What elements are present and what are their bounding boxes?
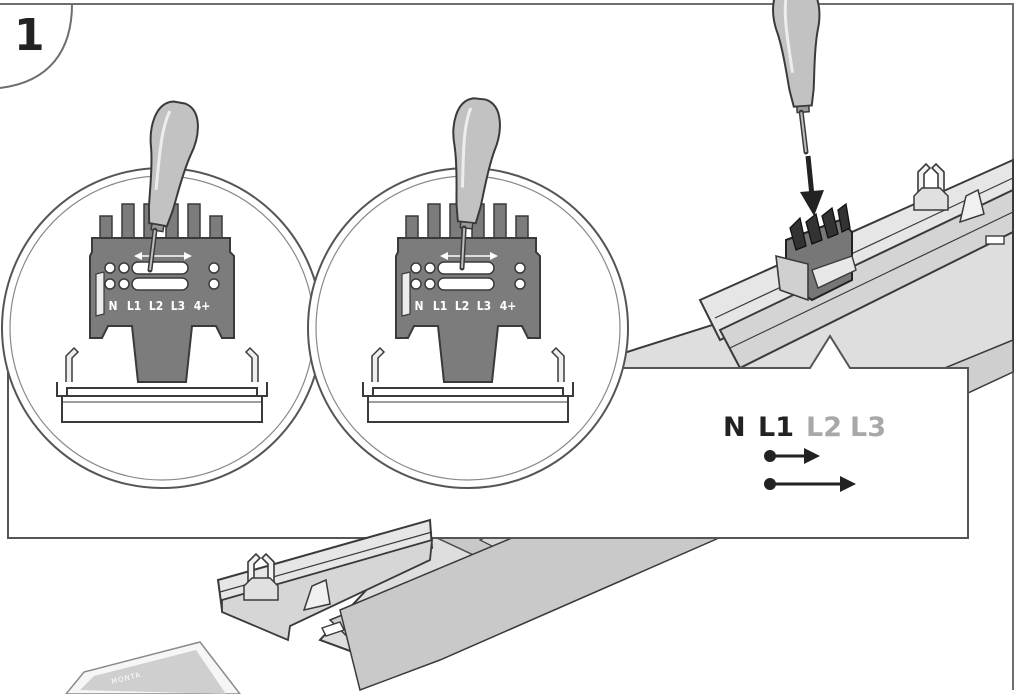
terminal-label-l1: L1 bbox=[127, 299, 141, 313]
terminal-label-l3: L3 bbox=[477, 299, 491, 313]
phase-label-n: N bbox=[723, 412, 746, 443]
terminal-label-4: 4+ bbox=[500, 299, 517, 313]
terminal-label-l3: L3 bbox=[171, 299, 185, 313]
detail-circle-first: N L1 L2 L3 4+ bbox=[1, 99, 323, 489]
terminal-label-4: 4+ bbox=[194, 299, 211, 313]
screwdriver-icon bbox=[771, 0, 829, 154]
phase-label-l2: L2 bbox=[806, 412, 842, 443]
arrow-down-icon bbox=[800, 155, 824, 216]
phase-label-l1: L1 bbox=[758, 412, 794, 443]
arrow-right-icon bbox=[764, 476, 856, 492]
phase-legend: N L1 L2 L3 bbox=[723, 412, 886, 443]
frame-border bbox=[72, 3, 1014, 690]
connector-block-icon bbox=[775, 202, 857, 302]
step-badge bbox=[0, 3, 74, 89]
terminal-label-n: N bbox=[108, 299, 117, 313]
terminal-label-l2: L2 bbox=[455, 299, 469, 313]
mounting-rail-upper bbox=[698, 158, 1014, 370]
step-number: 1 bbox=[14, 10, 45, 61]
phase-label-l3: L3 bbox=[850, 412, 886, 443]
mounting-rail-lower bbox=[216, 518, 434, 642]
detail-circle-second: N L1 L2 L3 4+ bbox=[307, 97, 629, 489]
manual-booklet: MONTA bbox=[65, 641, 241, 694]
arrow-right-icon bbox=[764, 448, 820, 464]
terminal-label-l2: L2 bbox=[149, 299, 163, 313]
terminal-label-l1: L1 bbox=[433, 299, 447, 313]
terminal-label-n: N bbox=[414, 299, 423, 313]
